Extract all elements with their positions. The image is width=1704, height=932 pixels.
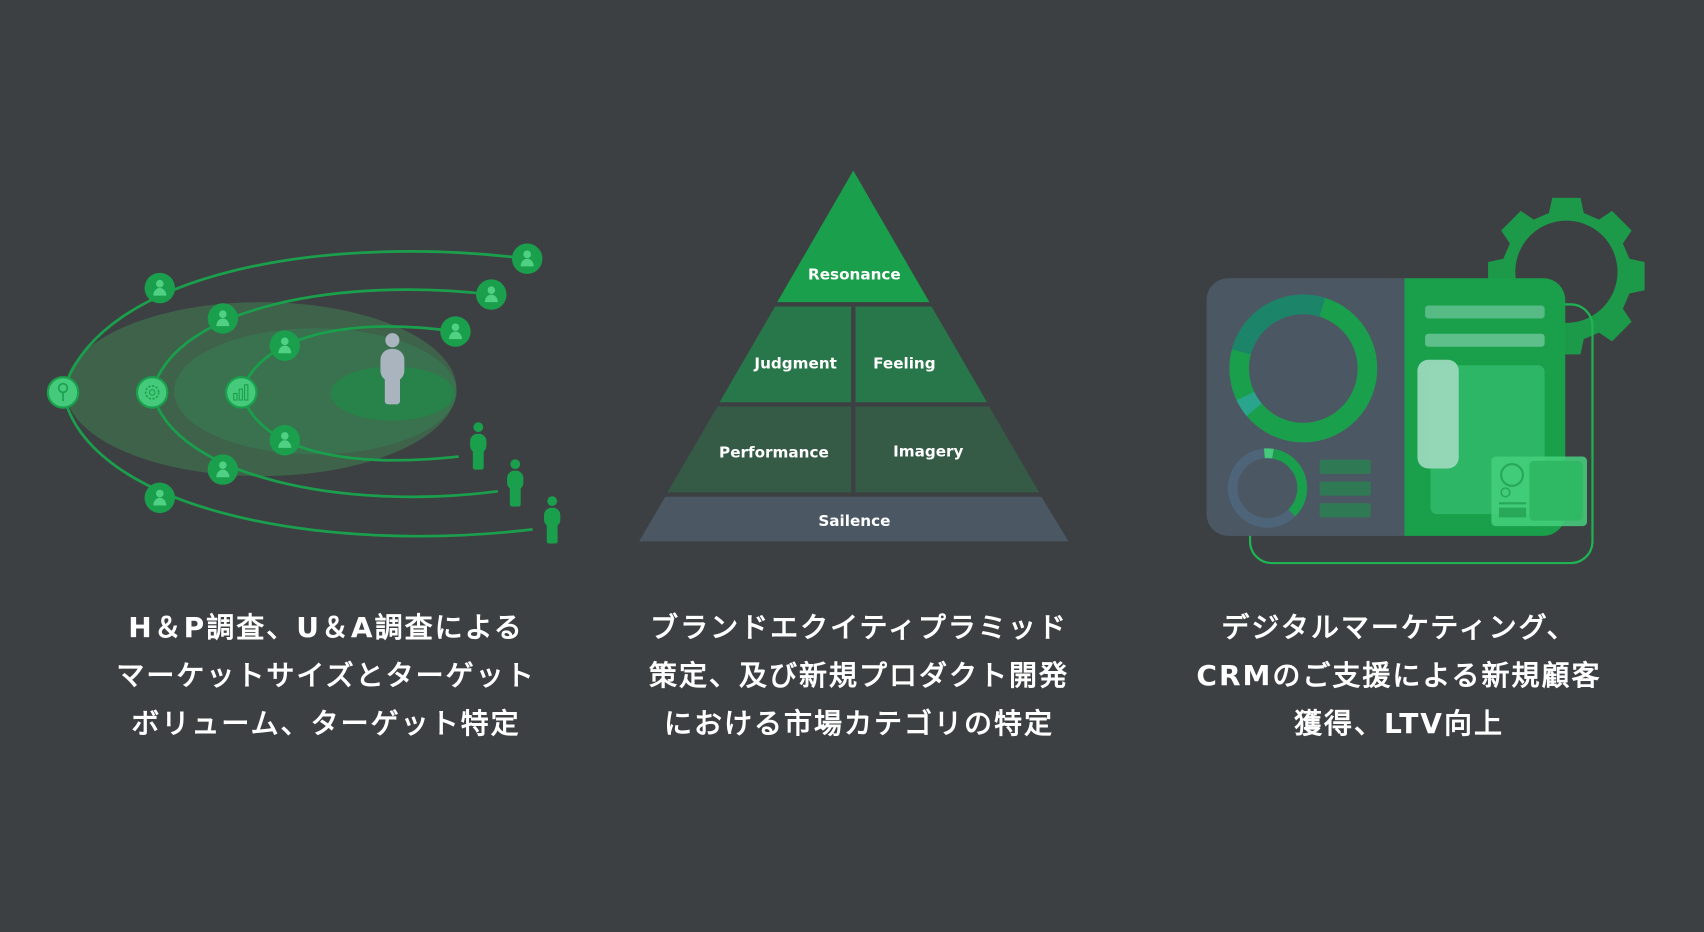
label-performance: Performance xyxy=(719,444,829,462)
caption-line: 策定、及び新規プロダクト開発 xyxy=(648,659,1069,692)
legend-bars xyxy=(1319,459,1371,518)
target-market-illustration xyxy=(46,243,561,544)
caption-line: デジタルマーケティング、 xyxy=(1221,611,1577,644)
scroll-pill xyxy=(1417,359,1459,469)
label-judgment: Judgment xyxy=(753,354,837,372)
label-feeling: Feeling xyxy=(873,354,936,372)
mini-card xyxy=(1491,456,1588,527)
tier-imagery xyxy=(855,406,1040,493)
caption-brand-equity: ブランドエクイティプラミッド 策定、及び新規プロダクト開発 における市場カテゴリ… xyxy=(599,604,1119,748)
caption-line: マーケットサイズとターゲット xyxy=(116,659,536,692)
caption-line: ブランドエクイティプラミッド xyxy=(650,611,1068,644)
search-icon xyxy=(46,376,80,409)
crm-dashboard-illustration xyxy=(1206,197,1645,565)
target-person-icon xyxy=(380,333,405,405)
label-imagery: Imagery xyxy=(893,443,963,461)
tier-resonance xyxy=(777,170,930,303)
label-sailence: Sailence xyxy=(818,512,890,530)
brand-equity-pyramid: Resonance Judgment Feeling Performance I… xyxy=(639,170,1069,542)
donut-chart-large xyxy=(1229,294,1378,443)
caption-line: H＆P調査、U＆A調査による xyxy=(128,611,524,644)
gear-icon xyxy=(135,376,169,409)
tier-sailence xyxy=(639,496,1069,542)
person-nodes xyxy=(144,243,543,514)
donut-chart-small xyxy=(1227,448,1308,528)
tier-feeling xyxy=(855,306,987,403)
caption-line: 獲得、LTV向上 xyxy=(1294,707,1504,740)
tier-performance xyxy=(667,406,852,493)
label-resonance: Resonance xyxy=(808,265,901,283)
bar-chart-icon xyxy=(225,376,258,409)
caption-line: ボリューム、ターゲット特定 xyxy=(131,707,521,740)
tier-judgment xyxy=(719,306,852,403)
caption-line: における市場カテゴリの特定 xyxy=(663,707,1054,740)
header-bar xyxy=(1425,305,1545,319)
person-icons xyxy=(470,422,561,544)
caption-target-market: H＆P調査、U＆A調査による マーケットサイズとターゲット ボリューム、ターゲッ… xyxy=(66,604,586,748)
caption-crm: デジタルマーケティング、 CRMのご支援による新規顧客 獲得、LTV向上 xyxy=(1139,604,1659,748)
caption-line: CRMのご支援による新規顧客 xyxy=(1196,659,1602,692)
header-bar xyxy=(1425,333,1545,347)
